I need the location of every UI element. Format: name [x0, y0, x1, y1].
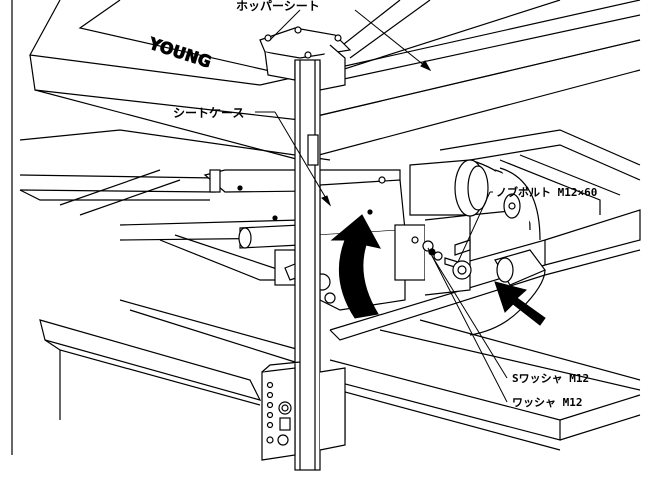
vertical-post-drawing	[259, 26, 352, 471]
label-spring-washer: Sワッシャ M12	[512, 372, 589, 385]
roller-drawing	[409, 159, 546, 336]
label-sheet-case: シートケース	[173, 106, 244, 120]
label-knob-bolt: ノブボルト M12×60	[496, 185, 597, 199]
label-hopper-sheet: ホッパーシート	[236, 0, 320, 13]
lift-arrow	[330, 214, 381, 319]
leader-lines	[255, 9, 508, 403]
insert-arrow	[494, 281, 546, 326]
knob-bolt-assembly	[422, 239, 472, 280]
hopper-sheet-drawing	[29, 0, 641, 161]
label-washer: ワッシャ M12	[512, 396, 583, 409]
